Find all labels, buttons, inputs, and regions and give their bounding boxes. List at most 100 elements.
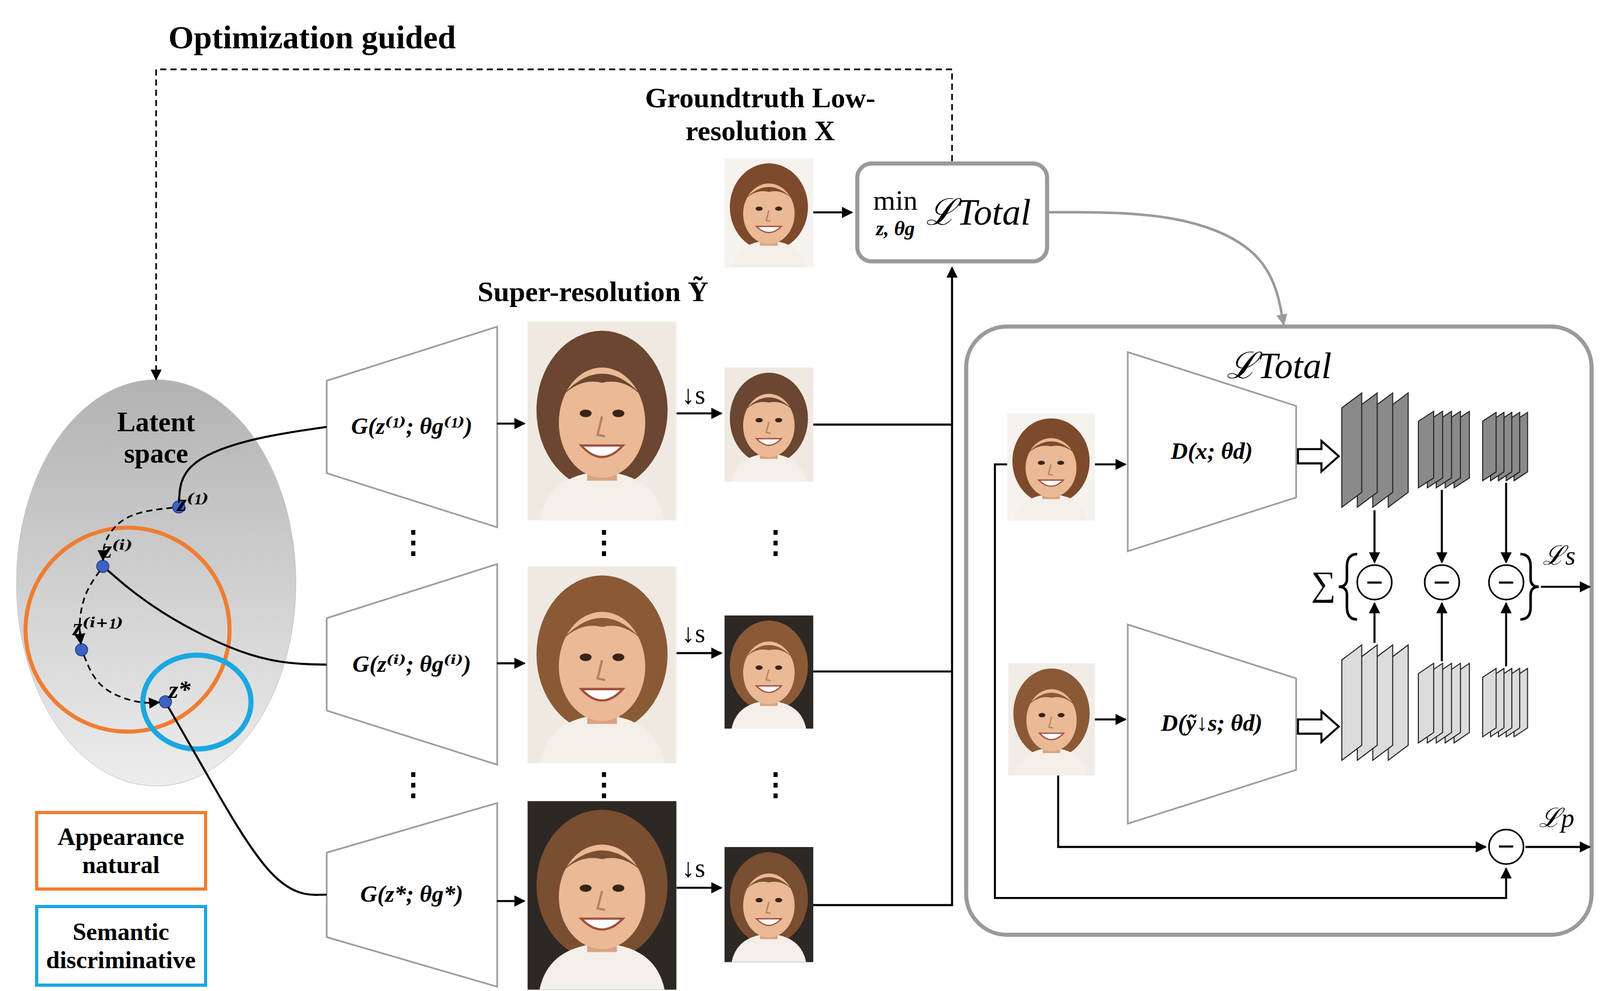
label-box: ⋮ (760, 525, 791, 561)
latent-point: z⁽ⁱ⁾ (96, 560, 109, 573)
feature-arrow (1504, 482, 1508, 563)
total-loss-panel: ℒTotalD(x; θd) D(ỹ↓s; θd) − − − − (964, 324, 1594, 938)
node-text: z, θg (875, 216, 915, 241)
label-box: Super-resolution Ỹ (477, 275, 709, 309)
face-image (724, 367, 814, 482)
image-caption: Super-resolution Ỹ (477, 275, 709, 309)
feature-arrow (1440, 489, 1443, 563)
label-box: ⋮ (588, 525, 620, 561)
node-text: − (1497, 829, 1516, 865)
loss-minimizer: minz, θg ℒTotal (855, 161, 1050, 264)
feature-arrow (1373, 603, 1376, 644)
face-image (527, 321, 677, 521)
node-text: min (873, 184, 918, 218)
generator-arrow (496, 422, 525, 425)
latent-point: z* (159, 695, 172, 709)
downsample-arrow (676, 412, 722, 415)
legend-text: Semantic discriminative (38, 917, 204, 975)
feature-arrow (1373, 510, 1376, 563)
input-arrow (1094, 718, 1126, 721)
latent-point: z⁽ⁱ⁺¹⁾ (75, 643, 88, 657)
face-image (1007, 413, 1095, 521)
node-text: D(x; θd) (1170, 438, 1253, 466)
label-box: ∑ (1311, 564, 1336, 604)
label-box: ⋮ (760, 767, 791, 803)
ellipsis: ⋮ (588, 767, 620, 803)
legend-text: Appearance natural (38, 822, 204, 880)
point-label: z⁽ⁱ⁺¹⁾ (72, 613, 124, 642)
merge-wire (813, 267, 952, 906)
edge-label: Optimization guided (168, 18, 456, 57)
difference-node: − (1487, 564, 1525, 601)
node-text: − (1433, 565, 1451, 601)
downsample-label: ↓s (681, 379, 705, 411)
feature-map-slab (1418, 411, 1434, 489)
connector (156, 69, 952, 380)
label-box: Groundtruth Low-resolution X (632, 81, 888, 148)
ellipsis: ⋮ (397, 767, 429, 803)
point-label: z⁽¹⁾ (176, 488, 209, 517)
generator: G(z*; θg*) (326, 803, 498, 987)
label-box: ↓s (681, 853, 705, 884)
label-box: ⋮ (397, 525, 429, 561)
feature-map-slab (1482, 412, 1496, 481)
difference-node: − (1356, 564, 1393, 601)
label-box: ↓s (681, 618, 705, 649)
node-text: ℒTotal (925, 191, 1032, 234)
label-box: Optimization guided (168, 18, 456, 57)
face-image (527, 566, 677, 764)
face-image (724, 847, 814, 963)
ellipsis: ⋮ (397, 525, 429, 561)
downsample-label: ↓s (681, 618, 705, 649)
feature-arrow (1504, 603, 1508, 667)
node-text: − (1365, 565, 1384, 601)
feature-maps (1341, 393, 1528, 761)
legend-swatch: Semantic discriminative (35, 905, 208, 987)
sum-symbol: ∑ (1311, 564, 1336, 604)
latent-space: Latent space z⁽¹⁾ z⁽ⁱ⁾ z⁽ⁱ⁺¹⁾ z* (16, 379, 296, 787)
face-image (724, 615, 814, 729)
loss-arrow (1541, 585, 1590, 589)
latent-point: z⁽¹⁾ (172, 500, 185, 514)
difference-node: − (1423, 564, 1461, 601)
input-arrow (1094, 463, 1126, 466)
label-box: ℒp (1538, 803, 1575, 834)
groundtruth-arrow (813, 211, 853, 214)
node-text: ℒTotal (1226, 344, 1332, 388)
loss-name: ℒs (1542, 540, 1576, 572)
label-box: ↓s (681, 379, 705, 411)
label-box: ⋮ (397, 767, 429, 803)
ellipsis: ⋮ (760, 767, 791, 803)
generator-arrow (496, 900, 525, 903)
feature-map-slab (1341, 393, 1362, 508)
generator: G(z⁽ⁱ⁾; θg⁽ⁱ⁾) (326, 564, 498, 765)
loss-arrow (1525, 846, 1590, 849)
generator: G(z⁽¹⁾; θg⁽¹⁾) (326, 326, 498, 528)
node-text: G(z*; θg*) (360, 881, 463, 909)
node-text: D(ỹ↓s; θd) (1161, 710, 1263, 738)
ellipsis: ⋮ (760, 525, 791, 561)
label-box: ⋮ (588, 767, 620, 803)
node-text: G(z⁽ⁱ⁾; θg⁽ⁱ⁾) (352, 651, 472, 679)
node-text: − (1497, 565, 1516, 601)
generator-arrow (496, 662, 525, 665)
downsample-arrow (676, 652, 722, 655)
discriminator: D(ỹ↓s; θd) (1127, 624, 1297, 824)
face-image (527, 801, 677, 990)
legend-swatch: Appearance natural (35, 811, 208, 891)
latent-point-outline (75, 643, 88, 657)
connector (1049, 212, 1284, 325)
image-caption: Groundtruth Low-resolution X (632, 81, 888, 148)
node-text: G(z⁽¹⁾; θg⁽¹⁾) (351, 413, 473, 441)
face-image (1008, 663, 1095, 776)
node-text: Latent space (95, 406, 218, 470)
loss-name: ℒp (1538, 803, 1575, 834)
feature-map-slab (1341, 644, 1362, 761)
point-label: z⁽ⁱ⁾ (102, 535, 133, 564)
feature-arrow (1440, 603, 1443, 662)
